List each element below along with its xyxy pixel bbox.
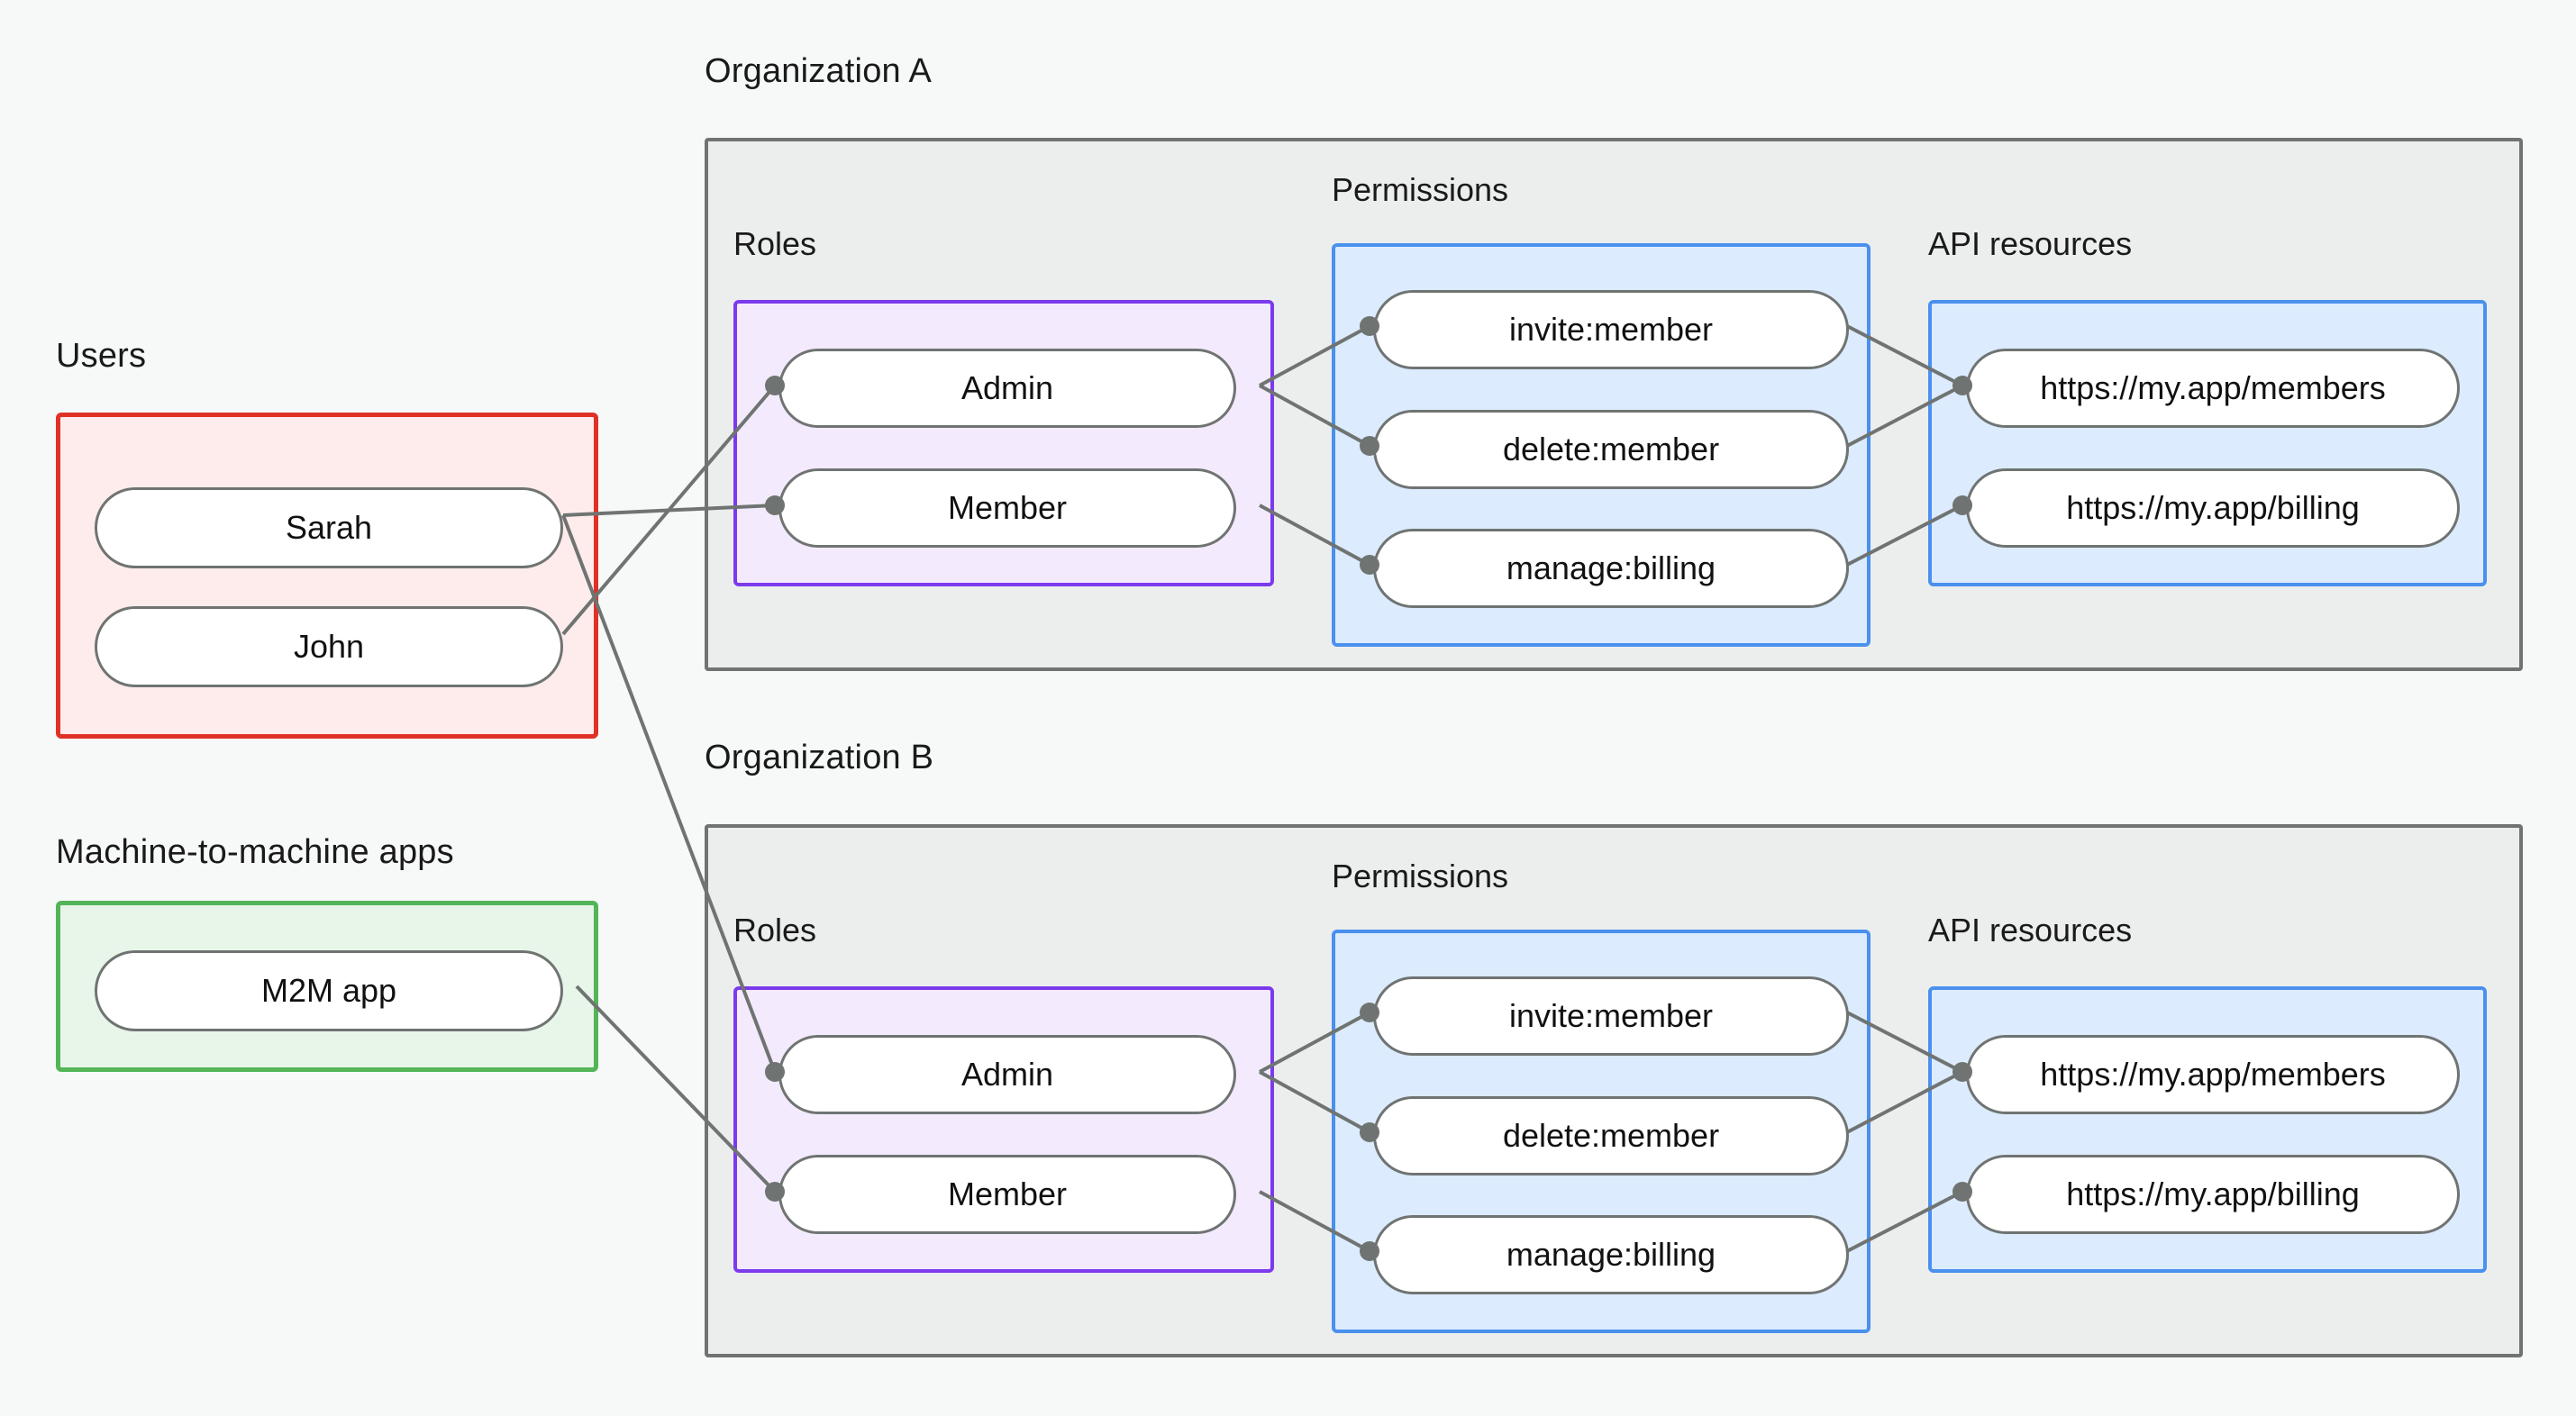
users-group-box: Sarah John — [56, 413, 598, 739]
m2m-node-app[interactable]: M2M app — [95, 950, 563, 1031]
orgA-api-resources-label: API resources — [1928, 225, 2133, 262]
orgB-api-members-label: https://my.app/members — [2040, 1056, 2386, 1093]
orgB-role-member[interactable]: Member — [778, 1155, 1236, 1234]
orgA-api-members[interactable]: https://my.app/members — [1966, 349, 2460, 428]
orgB-role-admin[interactable]: Admin — [778, 1035, 1236, 1114]
orgA-permission-invite-member[interactable]: invite:member — [1373, 290, 1849, 369]
user-node-sarah[interactable]: Sarah — [95, 487, 563, 568]
m2m-group-label: Machine-to-machine apps — [56, 833, 454, 871]
orgA-permission-invite-member-label: invite:member — [1508, 311, 1714, 348]
orgA-role-member[interactable]: Member — [778, 468, 1236, 548]
orgA-api-billing[interactable]: https://my.app/billing — [1966, 468, 2460, 548]
orgA-permission-delete-member-label: delete:member — [1502, 431, 1720, 467]
orgB-role-member-label: Member — [947, 1175, 1068, 1212]
orgA-permission-manage-billing[interactable]: manage:billing — [1373, 529, 1849, 608]
orgB-permission-invite-member-label: invite:member — [1508, 997, 1714, 1034]
orgA-permission-delete-member[interactable]: delete:member — [1373, 410, 1849, 489]
orgA-api-resources-box: https://my.app/members https://my.app/bi… — [1928, 300, 2487, 586]
orgA-roles-box: Admin Member — [733, 300, 1274, 586]
orgB-permission-delete-member[interactable]: delete:member — [1373, 1096, 1849, 1175]
orgA-permissions-label: Permissions — [1332, 171, 1509, 208]
orgA-role-admin[interactable]: Admin — [778, 349, 1236, 428]
organization-a-label: Organization A — [705, 52, 933, 90]
orgB-role-admin-label: Admin — [960, 1056, 1054, 1093]
orgB-api-billing[interactable]: https://my.app/billing — [1966, 1155, 2460, 1234]
orgA-role-admin-label: Admin — [960, 369, 1054, 406]
orgA-roles-label: Roles — [733, 225, 817, 262]
orgB-api-members[interactable]: https://my.app/members — [1966, 1035, 2460, 1114]
orgB-permission-delete-member-label: delete:member — [1502, 1117, 1720, 1154]
m2m-node-app-label: M2M app — [260, 972, 397, 1009]
orgB-permission-invite-member[interactable]: invite:member — [1373, 976, 1849, 1056]
orgB-roles-box: Admin Member — [733, 986, 1274, 1273]
orgB-api-resources-box: https://my.app/members https://my.app/bi… — [1928, 986, 2487, 1273]
orgA-role-member-label: Member — [947, 489, 1068, 526]
orgB-permission-manage-billing-label: manage:billing — [1506, 1236, 1716, 1273]
orgB-api-billing-label: https://my.app/billing — [2066, 1175, 2360, 1212]
orgA-api-members-label: https://my.app/members — [2040, 369, 2386, 406]
orgA-permissions-box: invite:member delete:member manage:billi… — [1332, 243, 1871, 647]
orgB-roles-label: Roles — [733, 912, 817, 949]
user-node-john[interactable]: John — [95, 606, 563, 687]
user-node-john-label: John — [293, 628, 365, 665]
orgB-permissions-label: Permissions — [1332, 858, 1509, 894]
orgA-permission-manage-billing-label: manage:billing — [1506, 549, 1716, 586]
orgB-api-resources-label: API resources — [1928, 912, 2133, 949]
orgB-permission-manage-billing[interactable]: manage:billing — [1373, 1215, 1849, 1294]
orgA-api-billing-label: https://my.app/billing — [2066, 489, 2360, 526]
organization-b-label: Organization B — [705, 739, 934, 776]
orgB-permissions-box: invite:member delete:member manage:billi… — [1332, 930, 1871, 1333]
user-node-sarah-label: Sarah — [285, 509, 373, 546]
m2m-group-box: M2M app — [56, 901, 598, 1072]
users-group-label: Users — [56, 337, 147, 375]
